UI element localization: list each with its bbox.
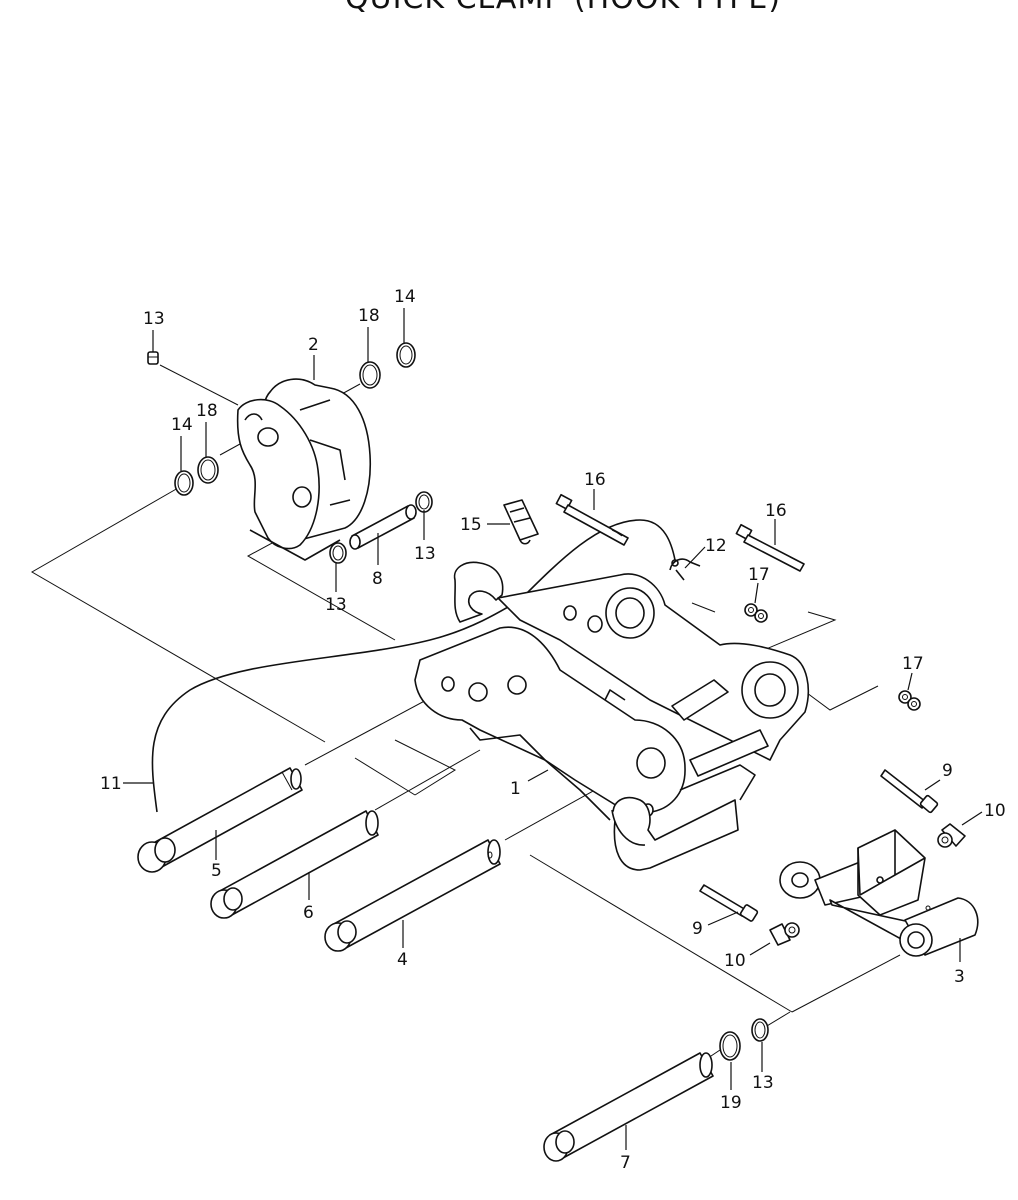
pin-7 — [543, 1052, 714, 1162]
callout-label: 5 — [211, 861, 222, 881]
callout-label: 4 — [397, 950, 408, 970]
callout-label: 11 — [100, 774, 122, 794]
callout-label: 2 — [308, 335, 319, 355]
callout-label: 15 — [460, 515, 482, 535]
screw-15 — [147, 351, 159, 365]
callout-label: 12 — [705, 536, 727, 556]
callout-label: 19 — [720, 1093, 742, 1113]
callout-label: 16 — [584, 470, 606, 490]
callout-label: 6 — [303, 903, 314, 923]
bolt-16-left — [555, 493, 629, 546]
lanyard-wire-11 — [151, 519, 679, 813]
callout-label: 3 — [954, 967, 965, 987]
hook-bracket-2 — [236, 378, 372, 561]
callout-label: 10 — [724, 951, 746, 971]
callout-label: 7 — [620, 1153, 631, 1173]
diagram-title: QUICK CLAMP (HOOK TYPE) — [345, 0, 781, 16]
pin-8 — [349, 504, 417, 550]
r-pin-12 — [669, 558, 701, 581]
clip-20 — [503, 499, 539, 545]
elbow-fitting-10-lower — [769, 922, 800, 946]
screw-9-upper — [880, 769, 939, 814]
callout-label: 18 — [196, 401, 218, 421]
pin-6 — [210, 810, 379, 919]
callout-label: 13 — [414, 544, 436, 564]
callout-label: 13 — [325, 595, 347, 615]
snap-ring-13-upper-left — [329, 542, 347, 564]
callout-label: 9 — [692, 919, 703, 939]
o-ring-19 — [719, 1031, 741, 1061]
callout-label: 13 — [143, 309, 165, 329]
callout-label: 17 — [748, 565, 770, 585]
elbow-fitting-10-upper — [937, 823, 966, 848]
o-ring-18-upper — [359, 361, 381, 389]
callout-label: 14 — [171, 415, 193, 435]
pin-5 — [137, 767, 303, 873]
nut-17-lower — [898, 690, 921, 711]
snap-ring-13-upper-right — [415, 491, 433, 513]
callout-label: 1 — [510, 779, 521, 799]
callout-label: 14 — [394, 287, 416, 307]
callout-label: 17 — [902, 654, 924, 674]
screw-9-lower — [699, 884, 759, 922]
nut-17-upper — [744, 603, 768, 623]
callout-label: 8 — [372, 569, 383, 589]
bolt-16-right — [735, 523, 805, 572]
main-frame-1 — [414, 561, 810, 871]
callout-label: 10 — [984, 801, 1006, 821]
leader-lines — [123, 308, 983, 1150]
callout-label: 18 — [358, 306, 380, 326]
snap-ring-14-upper — [396, 342, 416, 368]
snap-ring-14-left — [174, 470, 194, 496]
snap-ring-13-lower — [751, 1018, 769, 1042]
pin-4 — [324, 839, 501, 952]
callout-label: 16 — [765, 501, 787, 521]
o-ring-18-left — [197, 456, 219, 484]
callout-labels: 13 2 18 14 14 18 15 16 16 12 17 17 13 13… — [100, 287, 1006, 1173]
callout-label: 9 — [942, 761, 953, 781]
hydraulic-cylinder-3 — [779, 829, 979, 957]
callout-label: 13 — [752, 1073, 774, 1093]
